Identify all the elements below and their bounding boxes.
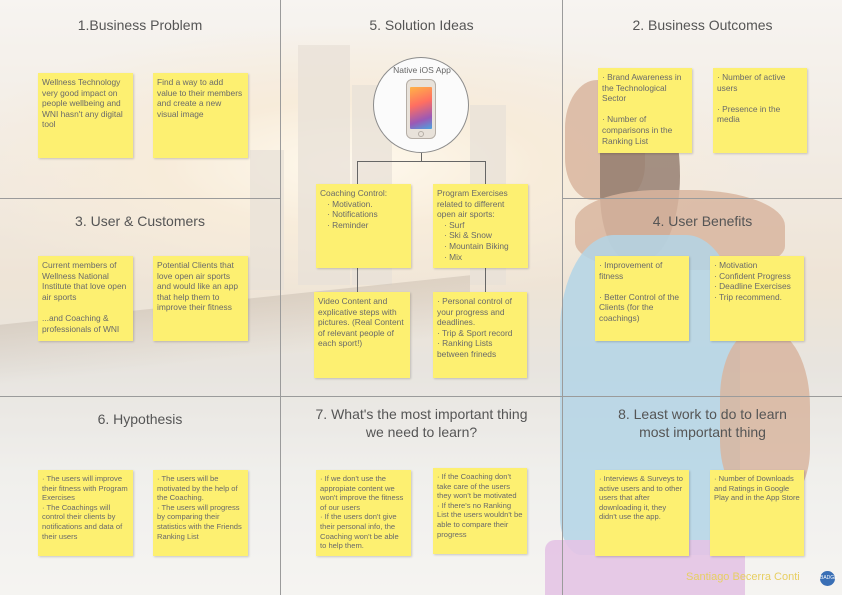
section-title-important-learn: 7. What's the most important thing we ne… xyxy=(315,406,528,440)
native-app-circle[interactable]: Native iOS App xyxy=(373,57,469,153)
section-title-solution-ideas: 5. Solution Ideas xyxy=(369,17,474,33)
grid-line xyxy=(0,198,280,199)
grid-line xyxy=(0,396,842,397)
sticky-note[interactable]: · Brand Awareness in the Technological S… xyxy=(598,68,692,153)
sticky-note[interactable]: Program Exercises related to different o… xyxy=(433,184,528,268)
section-title-user-customers: 3. User & Customers xyxy=(75,213,205,229)
sticky-note[interactable]: Coaching Control: · Motivation. · Notifi… xyxy=(316,184,411,268)
sticky-note[interactable]: Find a way to add value to their members… xyxy=(153,73,248,158)
sticky-note[interactable]: Video Content and explicative steps with… xyxy=(314,292,410,378)
connector-line xyxy=(421,153,422,161)
grid-line xyxy=(280,0,281,595)
sticky-note[interactable]: · Motivation · Confident Progress · Dead… xyxy=(710,256,804,341)
home-button-icon xyxy=(418,131,424,137)
connector-line xyxy=(357,161,486,162)
sticky-note[interactable]: · If the Coaching don't take care of the… xyxy=(433,468,527,554)
author-name: Santiago Becerra Conti xyxy=(686,571,800,583)
phone-screen xyxy=(410,87,432,129)
sticky-note[interactable]: · Number of active users · Presence in t… xyxy=(713,68,807,153)
background-building xyxy=(250,150,284,290)
sticky-note[interactable]: · Personal control of your progress and … xyxy=(433,292,527,378)
author-badge-icon: BADGE xyxy=(820,571,838,586)
sticky-note[interactable]: · Number of Downloads and Ratings in Goo… xyxy=(710,470,804,556)
section-title-user-benefits: 4. User Benefits xyxy=(652,213,753,229)
connector-line xyxy=(485,268,486,292)
grid-line xyxy=(562,198,842,199)
grid-line xyxy=(562,0,563,595)
sticky-note[interactable]: · The users will be motivated by the hel… xyxy=(153,470,248,556)
connector-line xyxy=(357,268,358,292)
iphone-icon xyxy=(406,79,436,139)
sticky-note[interactable]: Potential Clients that love open air spo… xyxy=(153,256,248,341)
section-title-least-work: 8. Least work to do to learn most import… xyxy=(618,406,787,440)
native-app-label: Native iOS App xyxy=(393,65,451,75)
section-title-business-problem: 1.Business Problem xyxy=(77,17,203,33)
section-title-hypothesis: 6. Hypothesis xyxy=(97,411,183,427)
sticky-note[interactable]: · Improvement of fitness · Better Contro… xyxy=(595,256,689,341)
connector-line xyxy=(357,161,358,184)
sticky-note[interactable]: · Interviews & Surveys to active users a… xyxy=(595,470,689,556)
section-title-business-outcomes: 2. Business Outcomes xyxy=(632,17,773,33)
connector-line xyxy=(485,161,486,184)
sticky-note[interactable]: Current members of Wellness National Ins… xyxy=(38,256,133,341)
sticky-note[interactable]: · The users will improve their fitness w… xyxy=(38,470,133,556)
sticky-note[interactable]: Wellness Technology very good impact on … xyxy=(38,73,133,158)
sticky-note[interactable]: · If we don't use the appropiate content… xyxy=(316,470,411,556)
